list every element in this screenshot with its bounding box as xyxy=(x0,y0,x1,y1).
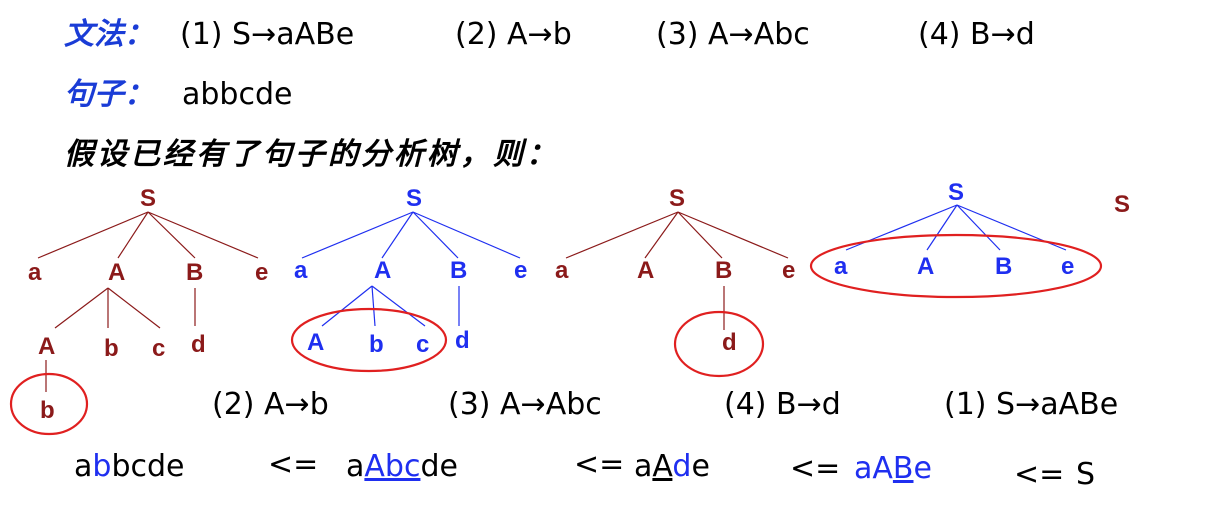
t4-child-a: a xyxy=(834,253,848,280)
t1-child-B: B xyxy=(186,259,203,286)
derivation-arrow-2: <= xyxy=(574,447,625,482)
t3-child-e: e xyxy=(782,257,795,284)
t4-circle xyxy=(809,233,1103,299)
t1-child-e: e xyxy=(255,259,268,286)
sentence-label: 句子： xyxy=(64,77,154,112)
derivation-s1: abbcde xyxy=(74,449,185,484)
derivation-arrow-3: <= xyxy=(790,451,841,486)
t3-child-A: A xyxy=(637,257,654,284)
tree-3 xyxy=(565,211,789,330)
derivation-s4: aABe xyxy=(854,451,932,486)
grammar-rule-3: (3) A→Abc xyxy=(656,17,810,52)
t3-child-B: B xyxy=(715,257,732,284)
t1-A-child-c: c xyxy=(152,335,165,362)
step-2: (3) A→Abc xyxy=(448,387,602,422)
grammar-rule-1: (1) S→aABe xyxy=(180,17,355,52)
grammar-rule-4: (4) B→d xyxy=(918,17,1035,52)
t4-child-A: A xyxy=(917,253,934,280)
t2-circle xyxy=(290,307,448,373)
step-1: (2) A→b xyxy=(212,387,329,422)
t1-child-a: a xyxy=(28,259,42,286)
t1-root: S xyxy=(140,185,156,212)
t3-circle xyxy=(673,310,765,378)
t2-A-child-A: A xyxy=(307,329,324,356)
sentence-value: abbcde xyxy=(182,77,293,112)
t1-leaf-b: b xyxy=(40,397,55,424)
tree-2 xyxy=(301,211,521,327)
t1-A-child-b: b xyxy=(104,335,119,362)
t3-child-a: a xyxy=(555,257,569,284)
t1-A-child-A: A xyxy=(38,333,55,360)
t2-child-e: e xyxy=(514,257,527,284)
t2-B-child-d: d xyxy=(455,327,470,354)
derivation-s3: aAde xyxy=(634,449,710,484)
step-3: (4) B→d xyxy=(724,387,841,422)
t4-child-B: B xyxy=(995,253,1012,280)
tree-1 xyxy=(37,211,259,392)
t2-child-B: B xyxy=(450,257,467,284)
step-4: (1) S→aABe xyxy=(944,387,1119,422)
t2-root: S xyxy=(406,185,422,212)
t2-A-child-b: b xyxy=(369,331,384,358)
hint-text: 假设已经有了句子的分析树，则： xyxy=(64,137,559,172)
t2-child-a: a xyxy=(294,257,308,284)
derivation-arrow-1: <= xyxy=(268,447,319,482)
t2-A-child-c: c xyxy=(416,331,429,358)
grammar-label: 文法： xyxy=(64,17,154,52)
t4-root: S xyxy=(948,179,964,206)
t3-B-child-d: d xyxy=(722,329,737,356)
derivation-arrow-4: <= xyxy=(1014,457,1065,492)
t4-child-e: e xyxy=(1061,253,1074,280)
derivation-s2: aAbcde xyxy=(346,449,458,484)
tree-4 xyxy=(845,204,1067,251)
t1-circle xyxy=(9,372,89,436)
grammar-rule-2: (2) A→b xyxy=(455,17,572,52)
t2-child-A: A xyxy=(374,257,391,284)
t1-B-child-d: d xyxy=(191,331,206,358)
t1-child-A: A xyxy=(108,259,125,286)
derivation-s5: S xyxy=(1076,457,1096,492)
t3-root: S xyxy=(669,185,685,212)
t5-root: S xyxy=(1114,191,1130,218)
